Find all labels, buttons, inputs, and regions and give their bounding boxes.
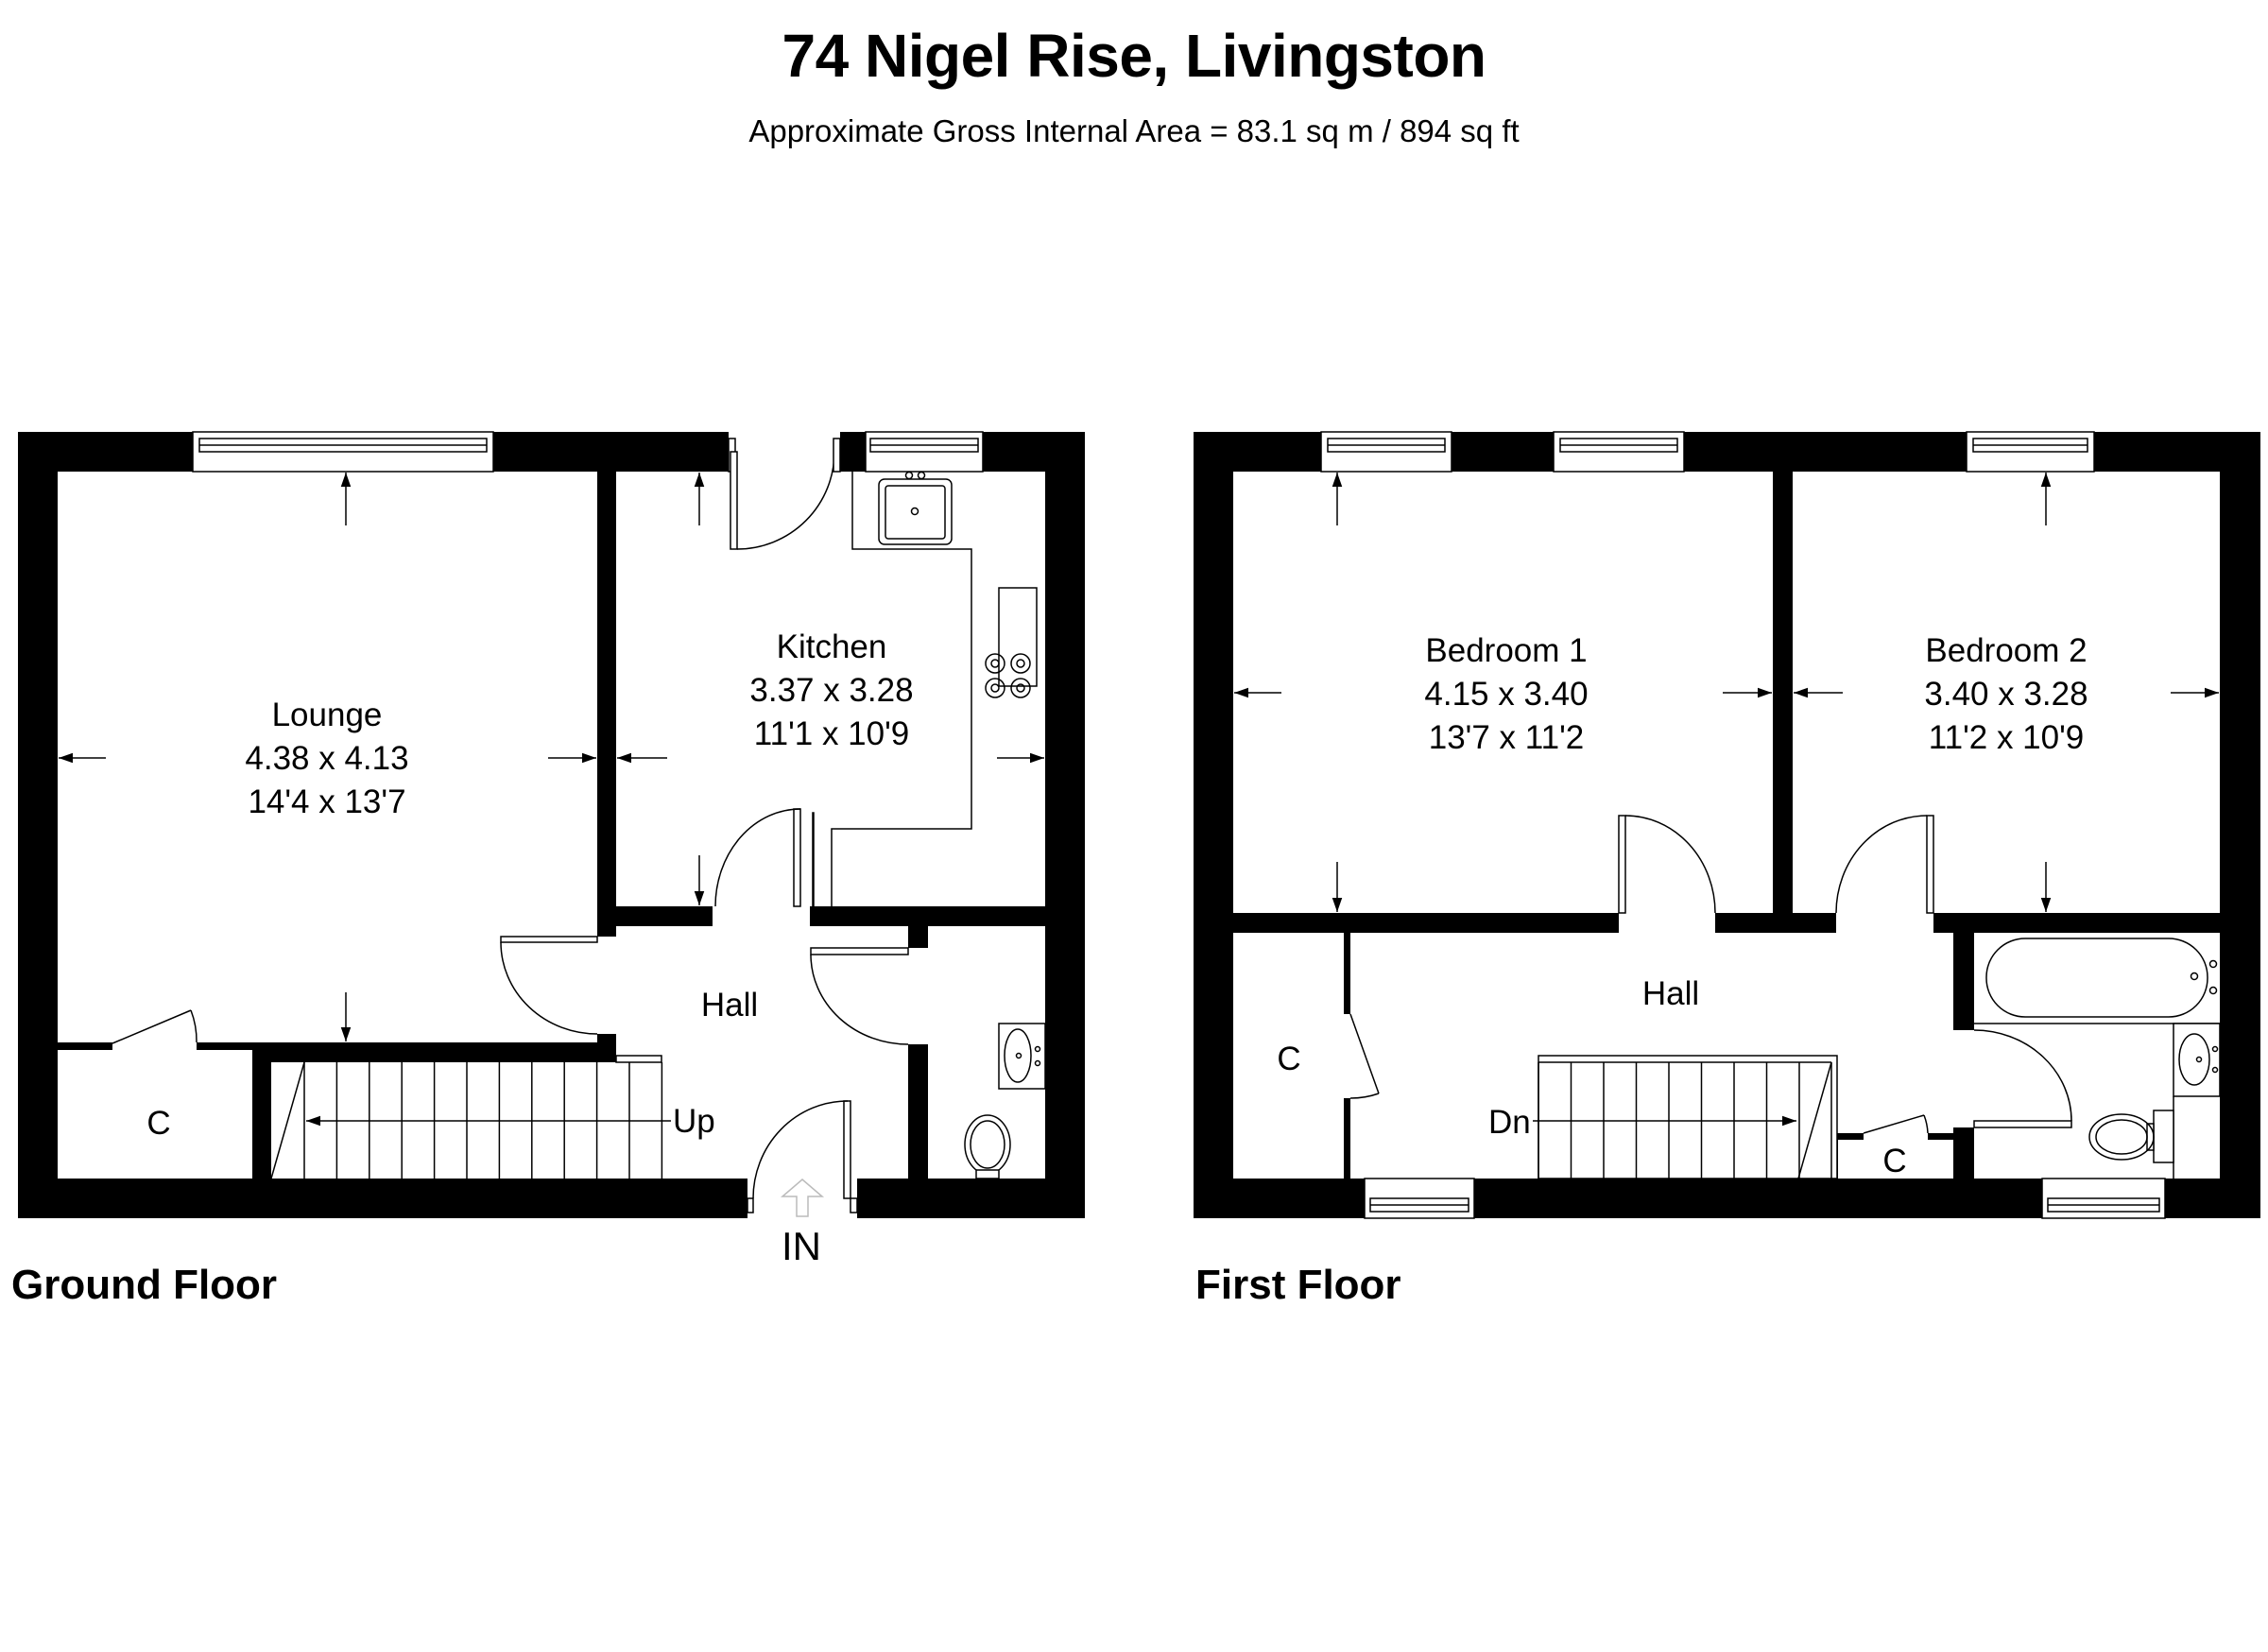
door-icon — [1349, 1013, 1380, 1099]
window-icon — [1320, 431, 1452, 473]
dimension-arrow-icon — [1234, 473, 2219, 912]
room-name-bedroom-1: Bedroom 1 — [1425, 632, 1587, 669]
entrance-door-icon — [747, 1100, 858, 1213]
room-metric-bedroom-2: 3.40 x 3.28 — [1924, 676, 2088, 713]
door-icon — [112, 1009, 198, 1044]
room-imperial-bedroom-2: 11'2 x 10'9 — [1929, 719, 2085, 756]
window-icon — [192, 431, 494, 473]
room-metric-bedroom-1: 4.15 x 3.40 — [1424, 676, 1588, 713]
toilet-icon — [964, 1114, 1011, 1179]
room-name-cupboard-small: C — [1882, 1143, 1906, 1179]
room-name-cupboard-left: C — [1277, 1041, 1300, 1077]
entrance-label: IN — [782, 1224, 821, 1268]
room-imperial-kitchen: 11'1 x 10'9 — [754, 715, 910, 752]
stairs-label-up: Up — [673, 1103, 715, 1140]
bath-icon — [1974, 938, 2220, 1024]
room-imperial-lounge: 14'4 x 13'7 — [248, 783, 405, 820]
floor-label-ground: Ground Floor — [11, 1262, 278, 1308]
door-icon — [810, 947, 909, 1045]
toilet-icon — [2088, 1110, 2174, 1163]
door-icon — [728, 438, 841, 550]
ground-floor-plan: Lounge 4.38 x 4.13 14'4 x 13'7 Kitchen 3… — [18, 431, 1085, 1268]
room-name-lounge: Lounge — [272, 697, 383, 733]
room-name-cupboard: C — [146, 1105, 170, 1142]
first-walls — [1194, 432, 2260, 1218]
ground-walls — [18, 432, 1085, 1218]
first-floor-plan: Bedroom 1 4.15 x 3.40 13'7 x 11'2 Bedroo… — [1194, 431, 2260, 1219]
floor-label-first: First Floor — [1195, 1262, 1401, 1308]
door-icon — [1835, 815, 1934, 914]
room-name-bedroom-2: Bedroom 2 — [1925, 632, 2087, 669]
window-icon — [1966, 431, 2095, 473]
page-title: 74 Nigel Rise, Livingston — [782, 22, 1487, 90]
door-icon — [1973, 1029, 2072, 1128]
dimension-arrow-icon — [59, 473, 1044, 1041]
door-icon — [1863, 1114, 1929, 1134]
basin-icon — [2173, 1023, 2221, 1179]
basin-icon — [998, 1023, 1046, 1090]
door-icon — [714, 808, 815, 907]
entrance-arrow-icon — [780, 1179, 825, 1217]
hob-icon — [985, 653, 1031, 698]
kitchen-worktop — [831, 472, 1038, 906]
sink-icon — [878, 471, 953, 545]
room-imperial-bedroom-1: 13'7 x 11'2 — [1429, 719, 1585, 756]
window-icon — [2041, 1178, 2166, 1219]
area-subtitle: Approximate Gross Internal Area = 83.1 s… — [748, 113, 1520, 148]
room-metric-lounge: 4.38 x 4.13 — [245, 740, 408, 777]
stairs-icon — [270, 1055, 663, 1179]
door-icon — [1618, 815, 1716, 914]
door-icon — [500, 936, 598, 1035]
stairs-label-down: Dn — [1488, 1104, 1531, 1141]
room-name-hall: Hall — [701, 987, 758, 1024]
window-icon — [1364, 1178, 1475, 1219]
room-name-first-hall: Hall — [1642, 975, 1699, 1012]
window-icon — [865, 431, 984, 473]
room-metric-kitchen: 3.37 x 3.28 — [749, 672, 913, 709]
room-name-kitchen: Kitchen — [777, 628, 887, 665]
stairs-icon — [1538, 1055, 1838, 1179]
window-icon — [1553, 431, 1685, 473]
